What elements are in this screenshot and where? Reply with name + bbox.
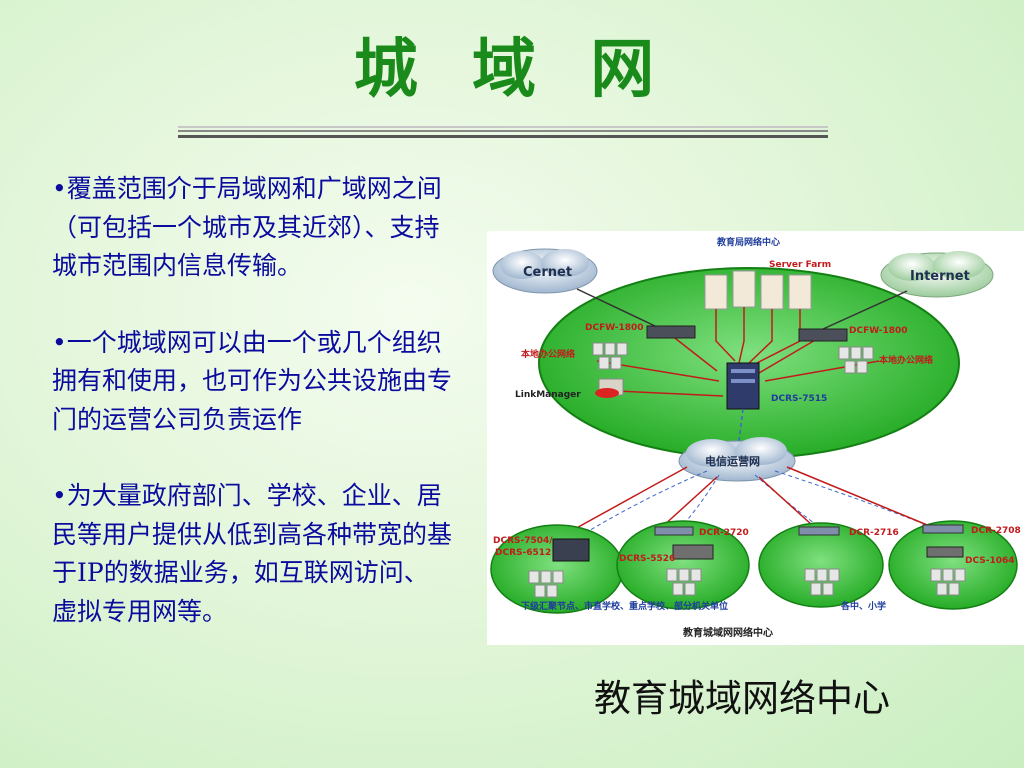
cernet-cloud-icon — [492, 248, 598, 294]
bottom-right-label: 各中、小学 — [840, 600, 886, 612]
node2b-label: DCRS-5526 — [619, 554, 675, 564]
node1-switch-icon — [552, 538, 590, 562]
node4-router-icon — [922, 524, 964, 534]
node3-label: DCR-2716 — [849, 528, 899, 538]
internet-label: Internet — [910, 269, 970, 284]
local-office-right-label: 本地办公网络 — [879, 354, 933, 366]
core-switch-label: DCRS-7515 — [771, 394, 827, 404]
metro-network-diagram: 教育局网络中心 Server Farm Cernet Internet — [487, 231, 1024, 645]
server-farm-icon — [704, 270, 812, 310]
server-farm-label: Server Farm — [769, 260, 831, 270]
bottom-left-label: 下级汇聚节点、市直学校、重点学校、部分机关单位 — [521, 600, 728, 612]
node-ellipse-3 — [758, 522, 884, 608]
bullet-list: •覆盖范围介于局域网和广域网之间（可包括一个城市及其近郊）、支持城市范围内信息传… — [52, 170, 452, 669]
node4-switch-icon — [926, 546, 964, 558]
pc-cluster-icons — [528, 568, 966, 598]
cernet-label: Cernet — [523, 265, 572, 280]
local-office-left-label: 本地办公网络 — [521, 348, 575, 360]
node4b-label: DCS-1064 — [965, 556, 1015, 566]
bullet-coverage: •覆盖范围介于局域网和广域网之间（可包括一个城市及其近郊）、支持城市范围内信息传… — [52, 174, 442, 280]
core-switch-icon — [726, 362, 760, 410]
diagram-footer-label: 教育城域网网络中心 — [682, 626, 773, 639]
link-manager-icon — [595, 378, 624, 398]
telecom-cloud-icon — [678, 437, 796, 482]
firewall-left-icon — [646, 325, 696, 339]
title-divider-light — [178, 126, 828, 128]
bullet-services: •为大量政府部门、学校、企业、居民等用户提供从低到高各种带宽的基于IP的数据业务… — [52, 481, 453, 626]
node3-router-icon — [798, 526, 840, 536]
node-ellipse-4 — [888, 520, 1018, 610]
node-ellipse-2 — [616, 520, 750, 610]
title-divider-dark — [178, 135, 828, 138]
diagram-caption: 教育城域网络中心 — [594, 677, 890, 720]
network-diagram-svg: 教育局网络中心 Server Farm Cernet Internet — [490, 236, 1021, 639]
firewall-right-label: DCFW-1800 — [849, 326, 908, 336]
education-bureau-label: 教育局网络中心 — [716, 236, 780, 248]
bullet-ownership: •一个城域网可以由一个或几个组织拥有和使用，也可作为公共设施由专门的运营公司负责… — [52, 327, 453, 434]
node4a-label: DCR-2708 — [971, 526, 1021, 536]
link-manager-label: LinkManager — [515, 390, 581, 400]
internet-cloud-icon — [880, 251, 994, 298]
node2-router-icon — [654, 526, 694, 536]
local-office-right-icon — [838, 346, 874, 374]
title-divider-mid — [178, 130, 828, 132]
node1-label-b: DCRS-6512 — [495, 548, 551, 558]
telecom-label: 电信运营网 — [705, 454, 760, 468]
slide-title: 城 域 网 — [353, 32, 671, 107]
node2a-label: DCR-2720 — [699, 528, 749, 538]
firewall-right-icon — [798, 328, 848, 342]
node2-switch-icon — [672, 544, 714, 560]
node1-label-a: DCRS-7504/ — [493, 536, 553, 546]
local-office-left-icon — [592, 342, 628, 370]
firewall-left-label: DCFW-1800 — [585, 323, 644, 333]
